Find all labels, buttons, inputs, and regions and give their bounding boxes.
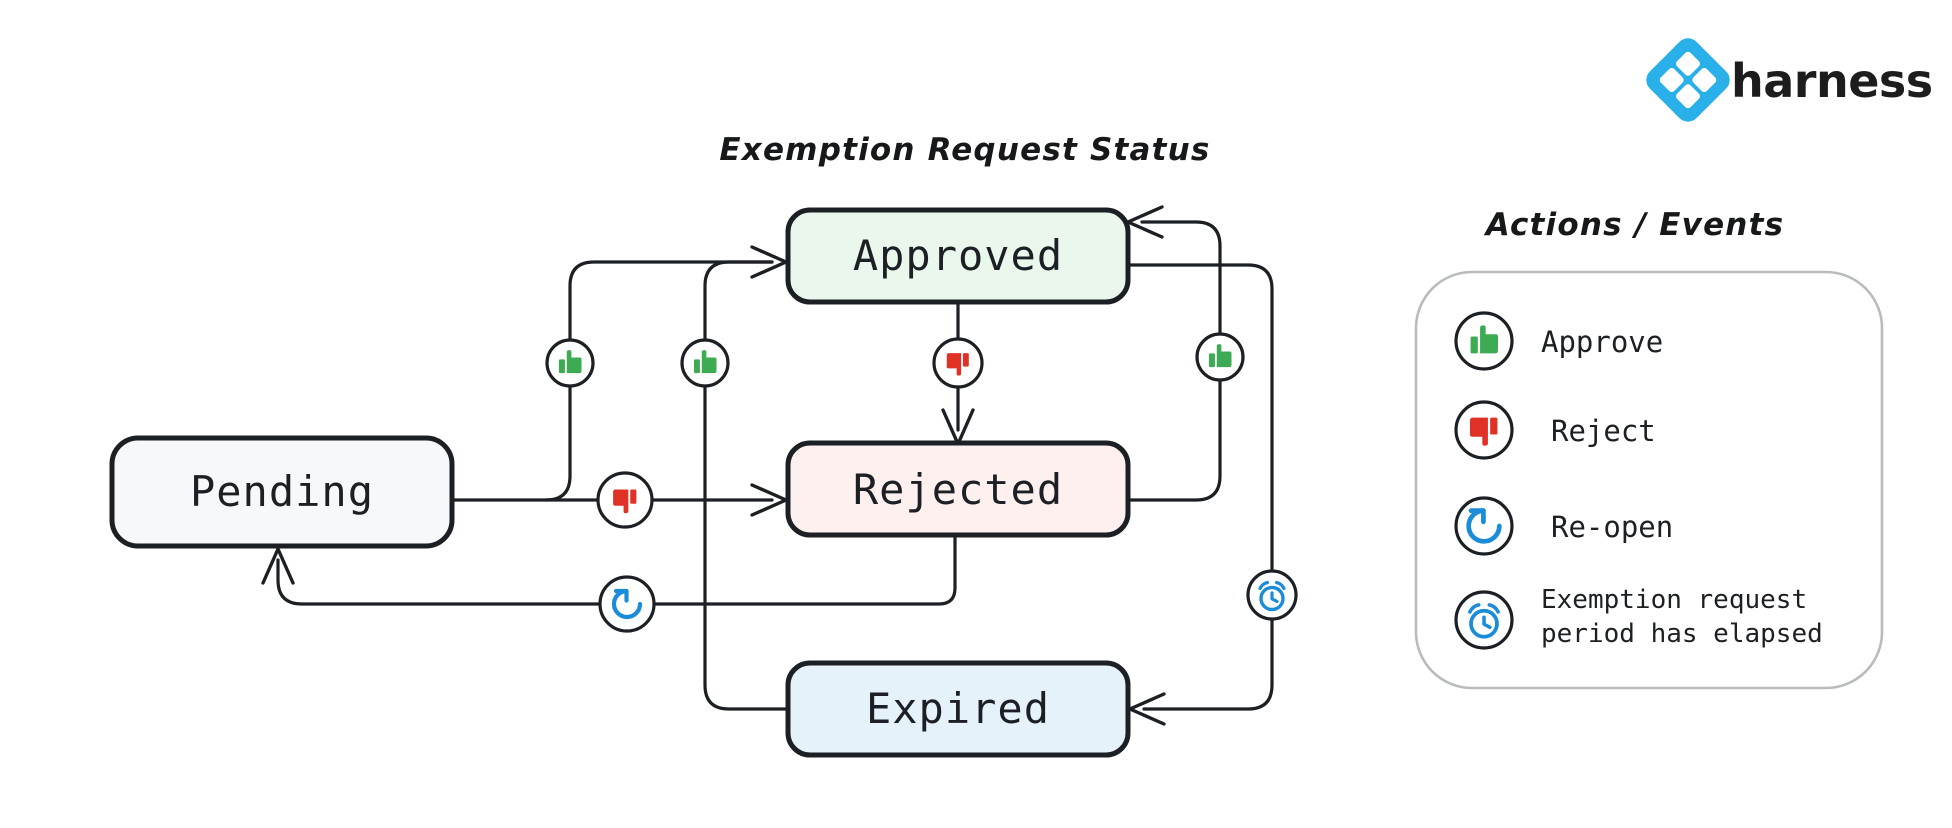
state-node-approved[interactable]: Approved [785,207,1131,305]
thumbs-up-icon [1208,344,1232,368]
brand-name: harness [1731,54,1933,108]
edge-badge-pending-to-rejected[interactable] [596,471,654,529]
legend-item-elapsed-label-line2: period has elapsed [1541,619,1823,649]
diagram-title: Exemption Request Status [719,132,1210,168]
thumbs-up-icon [693,350,717,374]
legend-item-reject-label: Reject [1551,414,1656,448]
state-node-expired-label: Expired [866,684,1050,733]
edge-badge-rejected-to-pending[interactable] [598,575,656,633]
nodes-group: Pending Approved Rejected Expired [109,207,1131,758]
state-node-rejected[interactable]: Rejected [785,440,1131,538]
legend-item-reject[interactable]: Reject [1454,400,1656,460]
legend-item-elapsed-label-line1: Exemption request [1541,585,1807,615]
edge-badge-pending-to-approved[interactable] [545,338,595,388]
legend-item-reopen[interactable]: Re-open [1454,496,1673,556]
legend-panel: Actions / Events Approve Reject [1414,207,1884,690]
thumbs-down-icon [946,353,969,376]
edge-badges-group [545,332,1298,633]
alarm-clock-icon [1258,580,1286,612]
edge-badge-approved-to-rejected[interactable] [932,337,984,389]
state-node-pending[interactable]: Pending [109,435,455,549]
legend-item-elapsed[interactable]: Exemption request period has elapsed [1454,585,1823,650]
harness-logo: harness [1646,38,1933,122]
reopen-arrow-icon [611,588,643,620]
alarm-clock-icon [1468,603,1500,639]
thumbs-up-icon [558,350,582,374]
edge-approved-to-expired [1126,263,1274,711]
legend-container [1414,270,1884,690]
reopen-arrow-icon [1466,508,1502,544]
thumbs-down-icon [1470,417,1498,446]
legend-item-approve[interactable]: Approve [1454,311,1663,371]
thumbs-up-icon [1470,325,1498,354]
state-node-expired[interactable]: Expired [785,660,1131,758]
arrowhead-rejected-to-pending [261,547,295,585]
harness-diamond-logo-icon [1646,38,1730,122]
state-node-approved-label: Approved [853,231,1063,280]
edge-badge-expired-to-approved[interactable] [680,338,730,388]
state-node-rejected-label: Rejected [853,465,1063,514]
edge-badge-approved-to-expired[interactable] [1246,569,1298,621]
legend-title: Actions / Events [1483,207,1785,243]
state-node-pending-label: Pending [190,467,374,516]
edge-expired-to-approved [703,260,790,711]
thumbs-down-icon [613,489,637,514]
edge-pending-to-approved [544,260,774,502]
legend-item-reopen-label: Re-open [1551,510,1673,544]
edge-badge-rejected-to-approved[interactable] [1195,332,1245,382]
legend-item-approve-label: Approve [1541,325,1663,359]
